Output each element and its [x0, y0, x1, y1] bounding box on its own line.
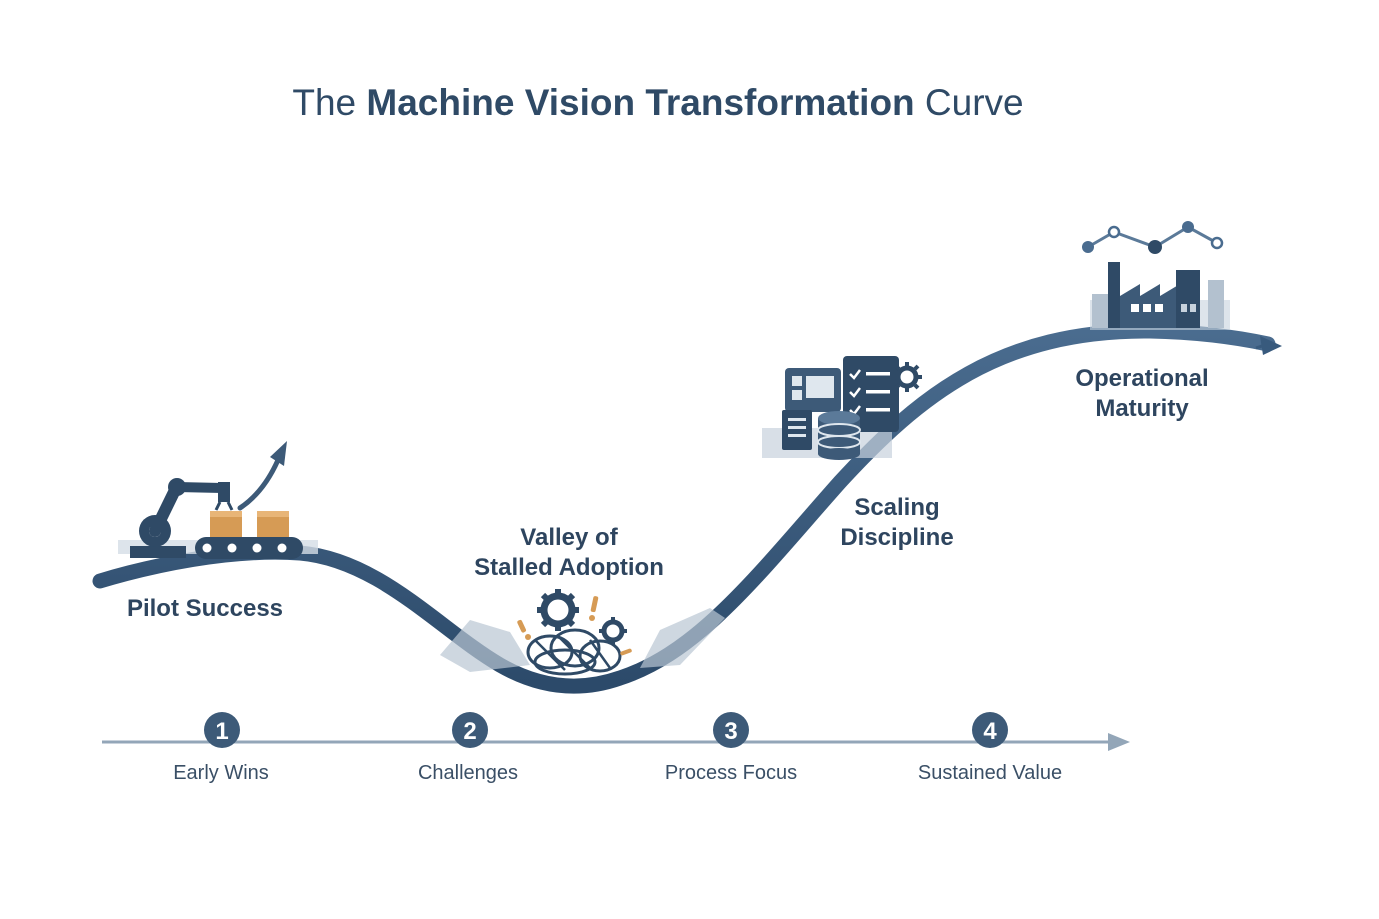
label-valley-line-2: Stalled Adoption — [474, 554, 664, 581]
step-label: Process Focus — [665, 762, 797, 784]
label-scaling-line-1: Scaling — [854, 494, 939, 521]
label-maturity-line-2: Maturity — [1095, 395, 1189, 422]
diagram-title: The Machine Vision Transformation Curve — [292, 82, 1023, 123]
step-3: 3 Process Focus — [665, 712, 797, 784]
dashboard-database-icon — [762, 356, 922, 460]
label-pilot-success: Pilot Success — [127, 595, 283, 622]
step-circle — [972, 712, 1008, 748]
step-1: 1 Early Wins — [173, 712, 269, 784]
step-number: 3 — [724, 718, 737, 745]
step-label: Early Wins — [173, 762, 269, 784]
label-scaling-line-2: Discipline — [840, 524, 953, 551]
step-2: 2 Challenges — [418, 712, 518, 784]
tangled-gears-icon — [440, 589, 725, 676]
step-number: 1 — [215, 718, 228, 745]
title-part-3: Curve — [915, 82, 1024, 123]
timeline-arrowhead — [1108, 733, 1130, 751]
step-label: Sustained Value — [918, 762, 1062, 784]
step-number: 2 — [463, 718, 476, 745]
step-circle — [713, 712, 749, 748]
factory-trend-icon — [1082, 221, 1230, 330]
timeline-axis — [102, 733, 1130, 751]
step-4: 4 Sustained Value — [918, 712, 1062, 784]
label-maturity-line-1: Operational — [1075, 365, 1208, 392]
robot-arm-conveyor-icon — [118, 441, 318, 559]
curve-arrowhead — [1260, 336, 1282, 355]
step-circle — [204, 712, 240, 748]
step-number: 4 — [983, 718, 997, 745]
step-label: Challenges — [418, 762, 518, 784]
title-part-2: Machine Vision Transformation — [366, 82, 914, 123]
step-circle — [452, 712, 488, 748]
title-part-1: The — [292, 82, 366, 123]
label-valley-line-1: Valley of — [520, 524, 618, 551]
